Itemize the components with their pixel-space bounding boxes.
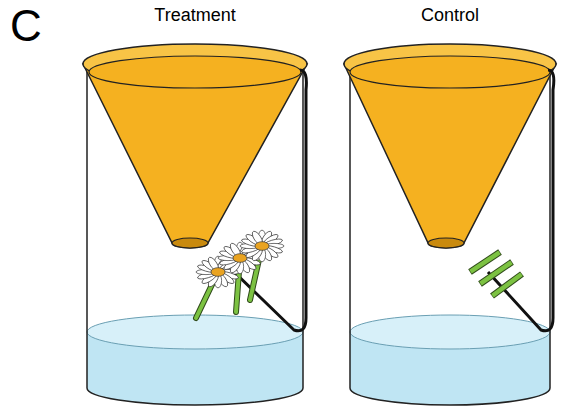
funnel-inner-rim [89,56,301,88]
water-surface [350,315,550,349]
flower-bouquet [196,230,284,318]
funnel [83,64,307,248]
funnel-spout [172,238,208,248]
panel-letter: C [10,4,42,48]
treatment-trap [83,44,307,405]
condition-title: Treatment [154,6,235,24]
funnel [344,64,556,248]
funnel-inner-rim [350,56,550,88]
control-trap [344,44,556,405]
green-sticks [470,252,522,296]
hanger-wire [488,70,554,331]
condition-title: Control [421,6,479,24]
hanger-wire [230,70,306,331]
funnel-spout [428,238,464,248]
